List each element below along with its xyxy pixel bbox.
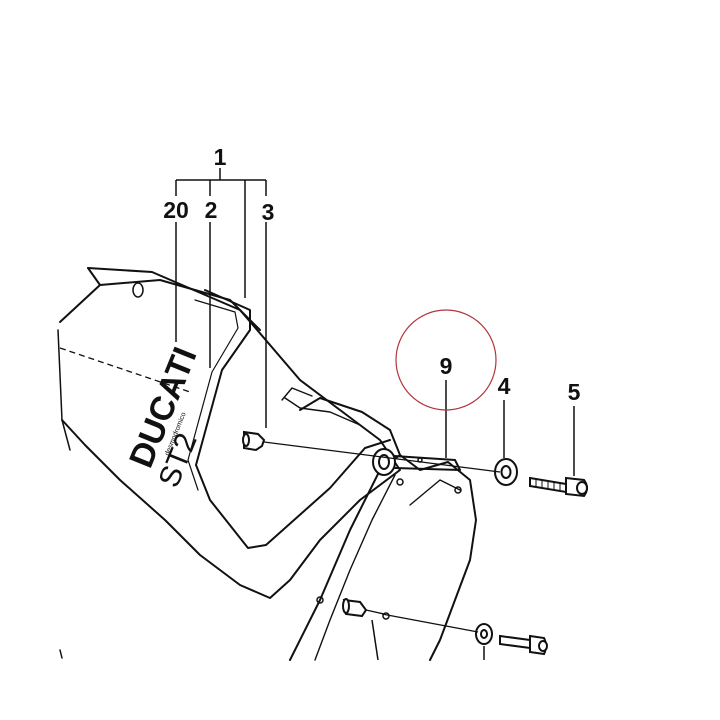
leader-lines <box>175 168 575 661</box>
callout-9: 9 <box>440 353 453 379</box>
callout-1: 1 <box>214 144 227 170</box>
side-hole-3 <box>316 596 324 604</box>
side-hole-4 <box>382 612 390 620</box>
side-frame-outline <box>299 397 401 471</box>
callout-3: 3 <box>262 199 275 225</box>
bracket-ridge <box>284 397 361 426</box>
side-frame-edge <box>399 454 477 661</box>
callout-20: 20 <box>163 197 189 223</box>
lower-bolt <box>499 634 548 656</box>
side-hole-1 <box>396 478 404 486</box>
fairing-top-edge <box>59 267 101 323</box>
callout-4: 4 <box>498 373 511 399</box>
bracket-ridge-2 <box>281 387 313 401</box>
stud-part-3 <box>242 430 266 452</box>
left-fairing-edge <box>57 329 71 451</box>
left-fairing-curve <box>59 649 63 659</box>
dashed-reference-line <box>59 347 191 393</box>
mount-hole-top <box>132 282 144 298</box>
highlight-circle <box>395 309 497 411</box>
axis-line-lower <box>381 613 479 633</box>
decal-panel-outline <box>195 289 391 549</box>
washer-part-4 <box>494 458 518 486</box>
axis-line-lower-2 <box>365 609 385 615</box>
side-frame-fold <box>409 479 461 506</box>
lower-washer <box>475 623 493 645</box>
side-frame-inner <box>314 474 396 661</box>
callout-5: 5 <box>568 379 581 405</box>
side-hole-2 <box>454 486 462 494</box>
lower-stud <box>342 598 368 618</box>
axis-line-main <box>263 441 501 473</box>
bracket-strip <box>379 454 461 471</box>
bolt-part-5 <box>529 476 588 498</box>
grommet-part-9 <box>372 448 396 476</box>
fairing-inner-fold <box>99 279 261 331</box>
side-frame-lower <box>289 469 381 661</box>
callout-2: 2 <box>205 197 218 223</box>
decal-panel-inner <box>187 299 239 491</box>
fairing-panel-outline <box>61 267 401 599</box>
